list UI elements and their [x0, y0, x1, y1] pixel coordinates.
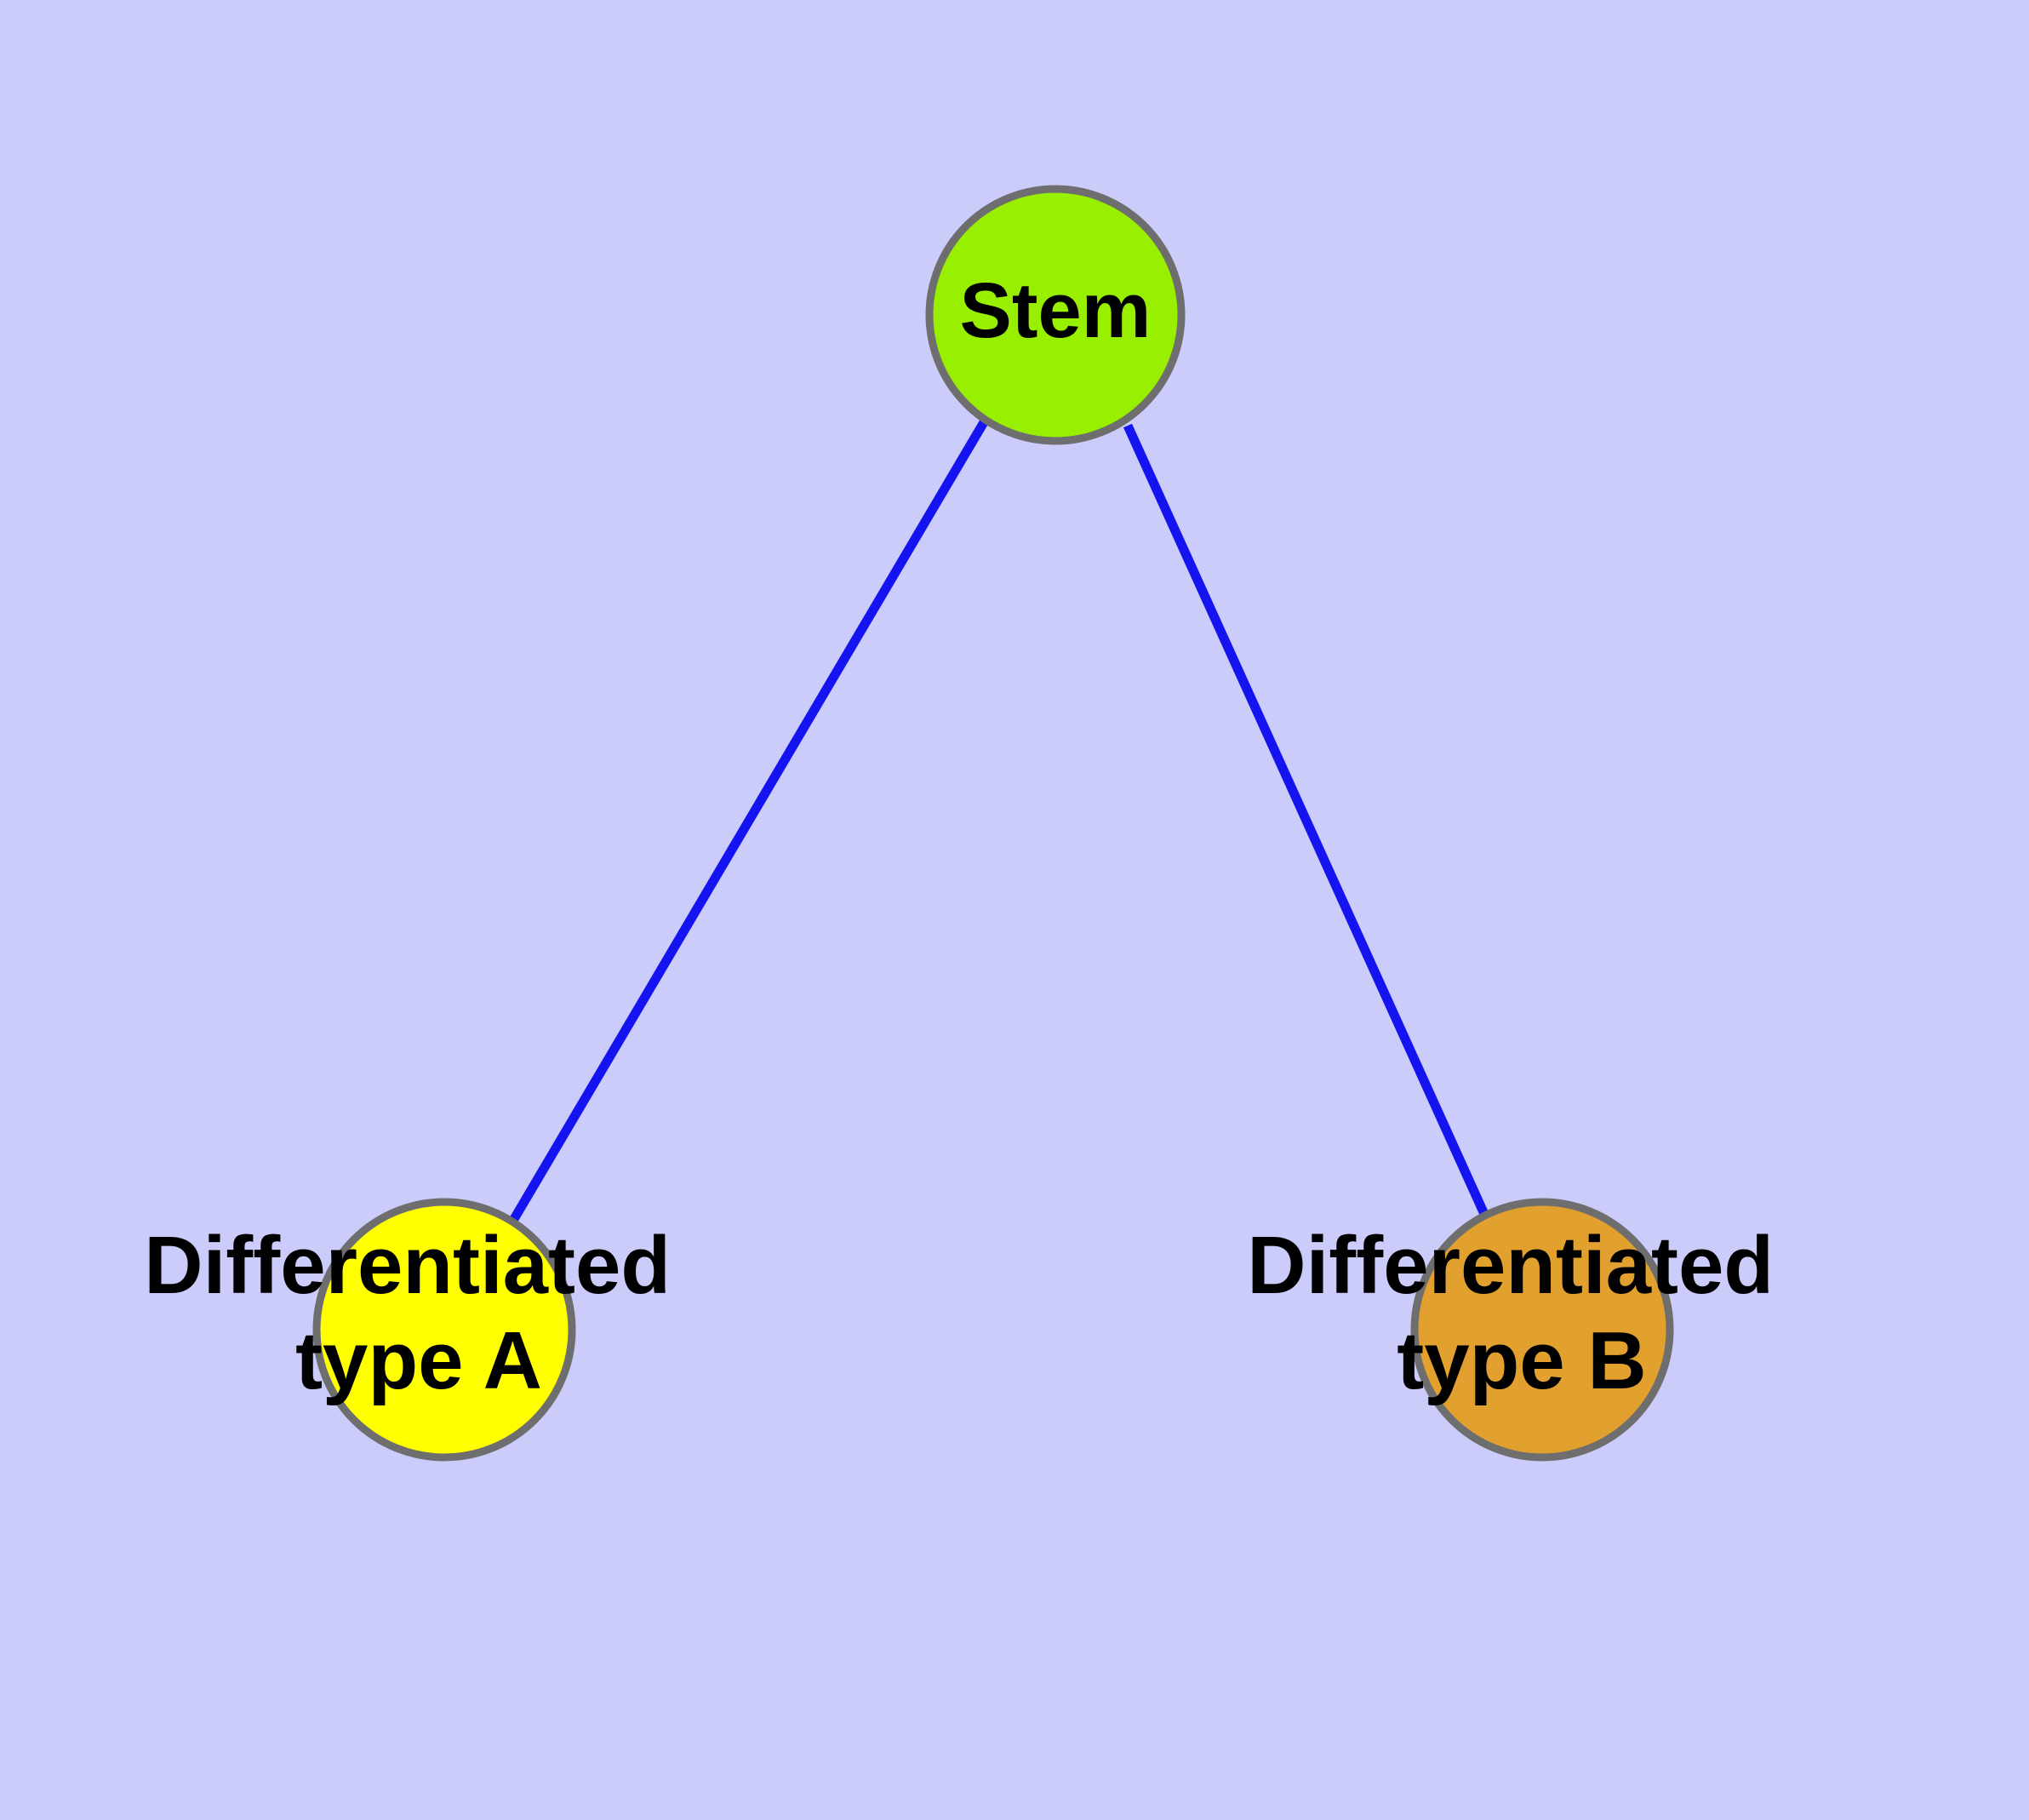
edge-stem-to-diff-b[interactable]	[1123, 423, 1493, 1224]
edge-stem-to-diff-a[interactable]	[510, 420, 988, 1222]
node-circle-diff-a[interactable]	[312, 1198, 576, 1462]
node-label-diff-a-line1: Differentiated	[144, 1220, 671, 1311]
node-label-diff-a-line2: type A	[295, 1315, 542, 1406]
node-diff-b[interactable]: Differentiated type B	[1247, 1198, 1796, 1462]
node-circle-stem[interactable]	[925, 185, 1186, 445]
node-label-diff-a: Differentiated type A	[144, 1220, 693, 1406]
node-label-diff-b-line1: Differentiated	[1247, 1220, 1774, 1311]
node-label-diff-b-line2: type B	[1397, 1315, 1646, 1406]
node-circle-diff-b[interactable]	[1410, 1198, 1674, 1462]
node-diff-a[interactable]: Differentiated type A	[144, 1198, 693, 1462]
node-label-stem-line1: Stem	[960, 267, 1152, 354]
node-stem[interactable]: Stem	[925, 185, 1186, 445]
edges-layer	[510, 420, 1493, 1224]
node-label-diff-b: Differentiated type B	[1247, 1220, 1796, 1406]
node-label-stem: Stem	[960, 267, 1152, 354]
